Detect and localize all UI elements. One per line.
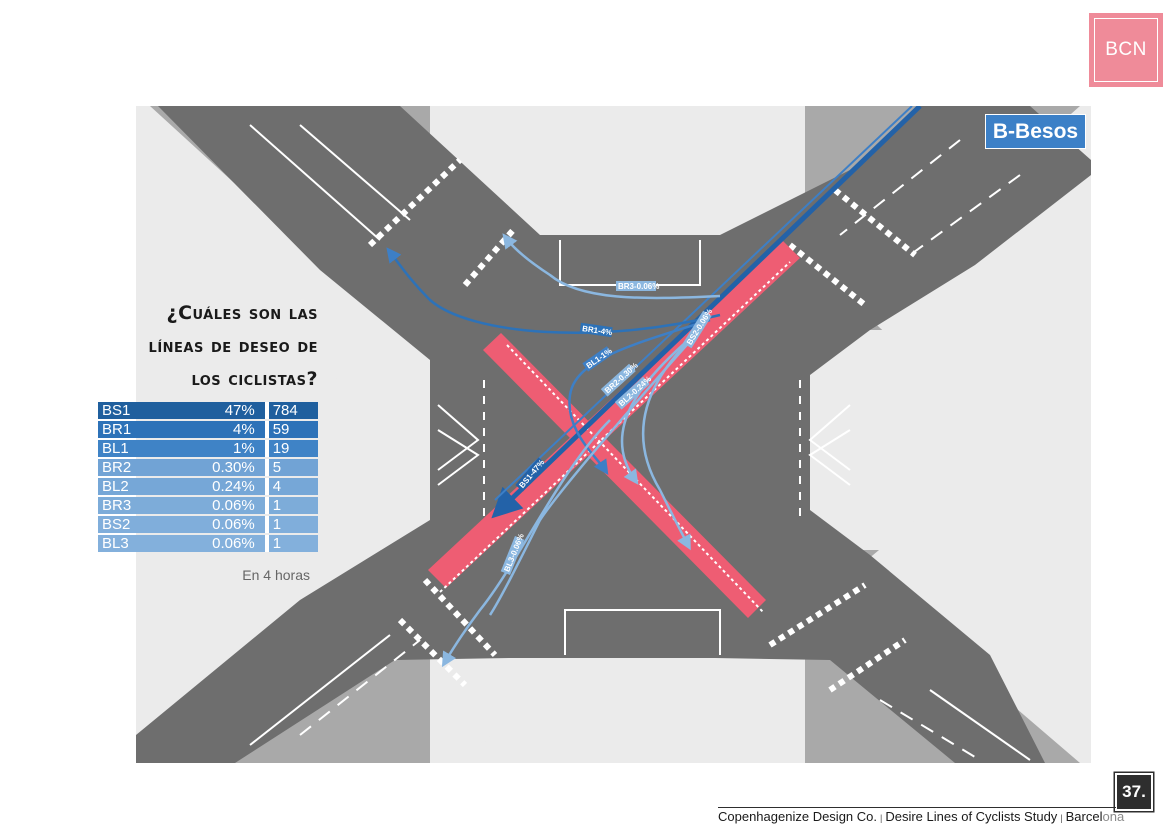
count-cell: 1 bbox=[268, 535, 318, 552]
percent-cell: 0.06% bbox=[191, 535, 269, 552]
route-cell: BR2 bbox=[98, 459, 192, 476]
route-cell: BR1 bbox=[98, 421, 192, 438]
desire-lines bbox=[386, 106, 922, 668]
page-number: 37. bbox=[1115, 773, 1153, 811]
percent-cell: 0.06% bbox=[191, 497, 269, 514]
route-cell: BS1 bbox=[98, 402, 192, 419]
route-bs2 bbox=[488, 329, 701, 616]
footer-study: Desire Lines of Cyclists Study bbox=[885, 809, 1058, 824]
question-heading: ¿Cuáles son las líneas de deseo de los c… bbox=[96, 297, 318, 396]
count-cell: 784 bbox=[268, 402, 318, 419]
route-cell: BR3 bbox=[98, 497, 192, 514]
route-cell: BL3 bbox=[98, 535, 192, 552]
route-bl3 bbox=[441, 419, 611, 668]
footer-rule bbox=[718, 807, 1116, 808]
question-line-1: ¿Cuáles son las bbox=[166, 302, 318, 324]
percent-cell: 0.30% bbox=[191, 459, 269, 476]
count-cell: 59 bbox=[268, 421, 318, 438]
label-br1: BR1-4% bbox=[582, 324, 613, 337]
footer: Copenhagenize Design Co.|Desire Lines of… bbox=[718, 809, 1124, 824]
route-bl1 bbox=[568, 318, 711, 475]
count-cell: 1 bbox=[268, 497, 318, 514]
roads bbox=[136, 106, 1091, 763]
percent-cell: 0.24% bbox=[191, 478, 269, 495]
observation-note: En 4 horas bbox=[242, 567, 310, 583]
percent-cell: 4% bbox=[191, 421, 269, 438]
label-br3: BR3-0.06% bbox=[618, 282, 659, 291]
count-cell: 4 bbox=[268, 478, 318, 495]
route-br3 bbox=[502, 233, 721, 300]
question-line-2: líneas de deseo de bbox=[148, 335, 318, 357]
count-cell: 5 bbox=[268, 459, 318, 476]
intersection-map: BR3-0.06% BR1-4% BL1-1% BR2-0.30% BL2-0.… bbox=[136, 106, 1091, 763]
footer-city-fade: ona bbox=[1102, 809, 1125, 824]
question-line-3: los ciclistas? bbox=[191, 368, 318, 390]
percent-cell: 47% bbox=[191, 402, 269, 419]
station-badge: B-Besos bbox=[985, 114, 1086, 149]
route-br2 bbox=[620, 329, 701, 485]
percent-cell: 0.06% bbox=[191, 516, 269, 533]
route-br1 bbox=[386, 247, 721, 334]
count-cell: 19 bbox=[268, 440, 318, 457]
footer-city: Barcel bbox=[1065, 809, 1103, 824]
count-cell: 1 bbox=[268, 516, 318, 533]
percent-cell: 1% bbox=[191, 440, 269, 457]
route-bs1 bbox=[491, 106, 922, 519]
bcn-logo: BCN bbox=[1089, 13, 1163, 87]
route-cell: BS2 bbox=[98, 516, 192, 533]
bcn-logo-text: BCN bbox=[1094, 18, 1158, 82]
route-cell: BL2 bbox=[98, 478, 192, 495]
footer-company: Copenhagenize Design Co. bbox=[718, 809, 877, 824]
footer-separator: | bbox=[1060, 813, 1063, 823]
footer-separator: | bbox=[880, 813, 883, 823]
route-cell: BL1 bbox=[98, 440, 192, 457]
crosswalks bbox=[367, 157, 917, 693]
